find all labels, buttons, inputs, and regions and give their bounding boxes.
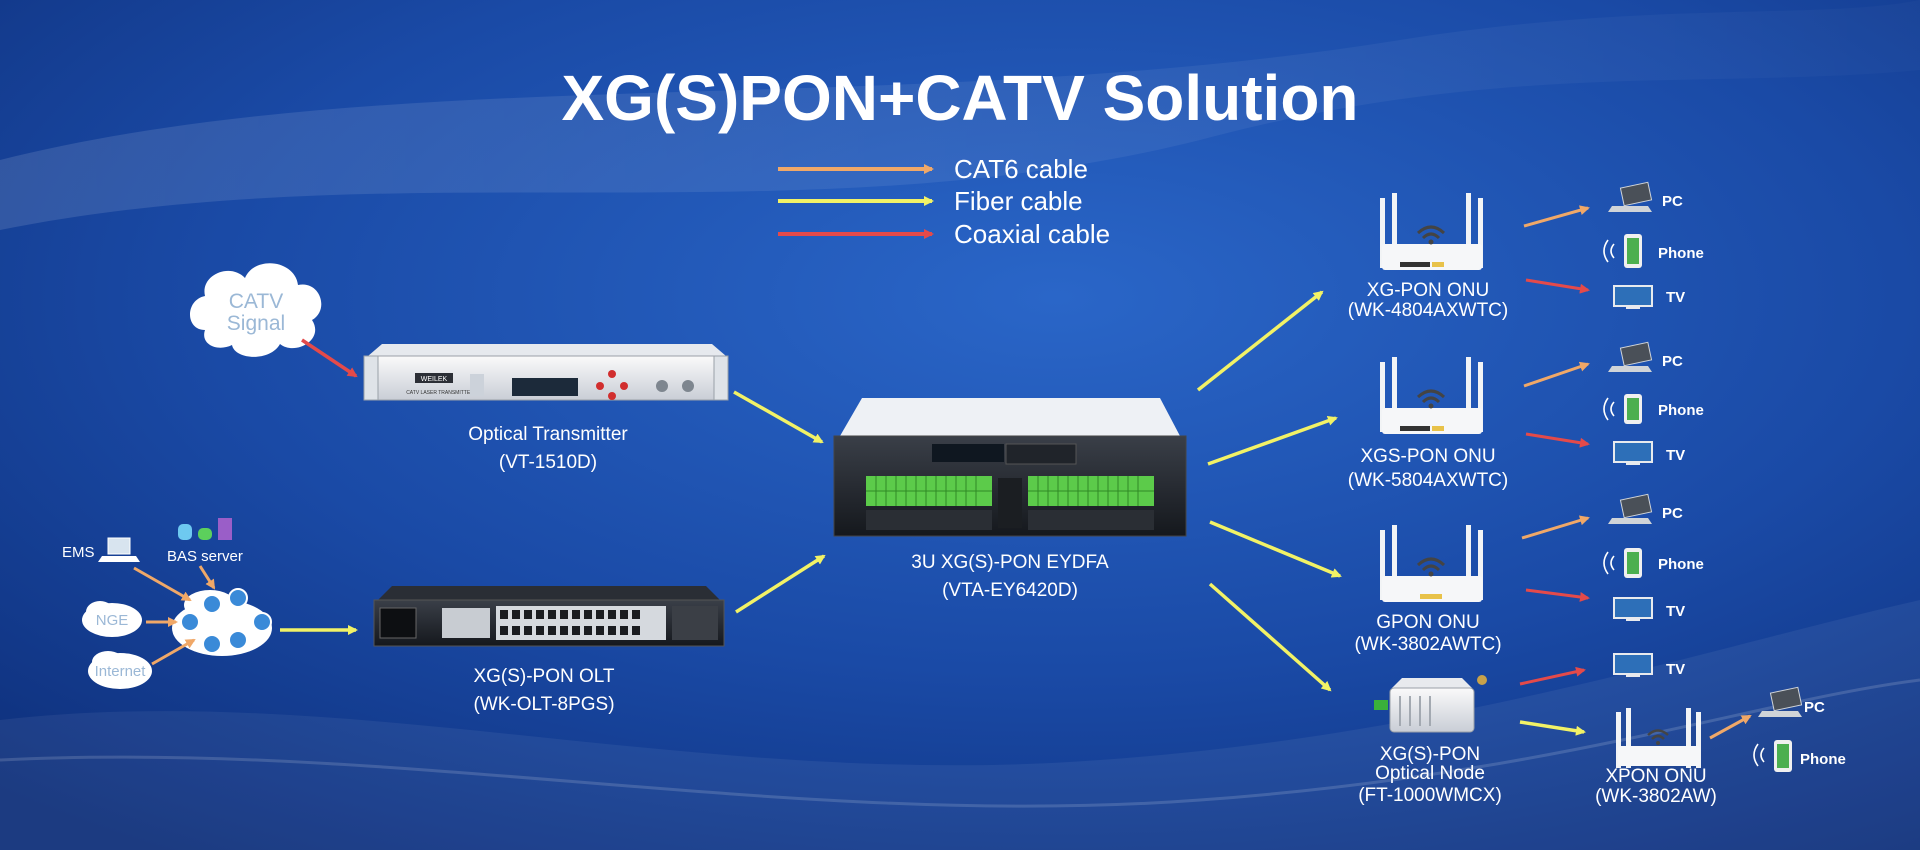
port-panel — [496, 606, 666, 640]
phone-label: Phone — [1658, 245, 1704, 262]
lcd-display — [512, 378, 578, 396]
blank-panel — [442, 608, 490, 638]
ems-label: EMS — [62, 544, 95, 561]
nge-label: NGE — [96, 612, 129, 629]
olt-name: XG(S)-PON OLT — [473, 666, 614, 687]
onu1-name: XG-PON ONU — [1367, 280, 1489, 301]
legend-label-coaxial: Coaxial cable — [954, 219, 1110, 249]
bas-server-label: BAS server — [167, 548, 243, 565]
control-button — [596, 382, 604, 390]
switch-node-icon — [181, 613, 199, 631]
connector — [656, 380, 668, 392]
page-title: XG(S)PON+CATV Solution — [561, 62, 1358, 134]
switch-node-icon — [253, 613, 271, 631]
pc-label: PC — [1804, 699, 1825, 716]
onu3-name: GPON ONU — [1376, 612, 1479, 633]
cloud-label-line1: CATV — [229, 290, 283, 313]
tv-label: TV — [1666, 447, 1685, 464]
olt-device — [374, 586, 724, 646]
xpon-name: XPON ONU — [1605, 766, 1706, 787]
tv-icon — [1614, 598, 1652, 621]
phone-label: Phone — [1658, 556, 1704, 573]
pc-label: PC — [1662, 353, 1683, 370]
xpon-model: (WK-3802AW) — [1595, 786, 1717, 807]
phone-label: Phone — [1800, 751, 1846, 768]
switch-node-icon — [229, 631, 247, 649]
control-button — [608, 370, 616, 378]
node-name-line2: Optical Node — [1375, 763, 1485, 784]
cloud-label-line2: Signal — [227, 312, 285, 335]
legend-label-cat6: CAT6 cable — [954, 154, 1088, 184]
node-name-line1: XG(S)-PON — [1380, 744, 1480, 765]
control-button — [620, 382, 628, 390]
onu2-name: XGS-PON ONU — [1360, 446, 1495, 467]
onu1-model: (WK-4804AXWTC) — [1348, 300, 1508, 321]
tv-icon — [1614, 286, 1652, 309]
pc-label: PC — [1662, 193, 1683, 210]
tv-icon — [1614, 442, 1652, 465]
transmitter-name: Optical Transmitter — [468, 424, 628, 445]
tv-label: TV — [1666, 603, 1685, 620]
onu2-model: (WK-5804AXWTC) — [1348, 470, 1508, 491]
phone-label: Phone — [1658, 402, 1704, 419]
switch-node-icon — [203, 595, 221, 613]
internet-label: Internet — [95, 663, 147, 680]
legend-label-fiber: Fiber cable — [954, 186, 1083, 216]
onu3-model: (WK-3802AWTC) — [1354, 634, 1501, 655]
tv-label: TV — [1666, 289, 1685, 306]
control-button — [608, 392, 616, 400]
switch-node-icon — [203, 635, 221, 653]
power-module — [380, 608, 416, 638]
node-model: (FT-1000WMCX) — [1358, 785, 1502, 806]
optical-transmitter-device: WEILEK CATV LASER TRANSMITTER — [364, 344, 728, 400]
lcd-display — [932, 444, 1004, 462]
tv-label: TV — [1666, 661, 1685, 678]
olt-model: (WK-OLT-8PGS) — [473, 694, 614, 715]
transmitter-brand: WEILEK — [421, 376, 448, 383]
connector — [682, 380, 694, 392]
eydfa-name: 3U XG(S)-PON EYDFA — [911, 552, 1109, 573]
eydfa-device — [834, 398, 1186, 536]
eydfa-model: (VTA-EY6420D) — [942, 580, 1078, 601]
tv-icon — [1614, 654, 1652, 677]
transmitter-subtitle: CATV LASER TRANSMITTER — [406, 390, 474, 396]
transmitter-leds — [470, 374, 484, 396]
transmitter-model: (VT-1510D) — [499, 452, 597, 473]
pc-label: PC — [1662, 505, 1683, 522]
connector — [1477, 675, 1487, 685]
switch-node-icon — [229, 589, 247, 607]
